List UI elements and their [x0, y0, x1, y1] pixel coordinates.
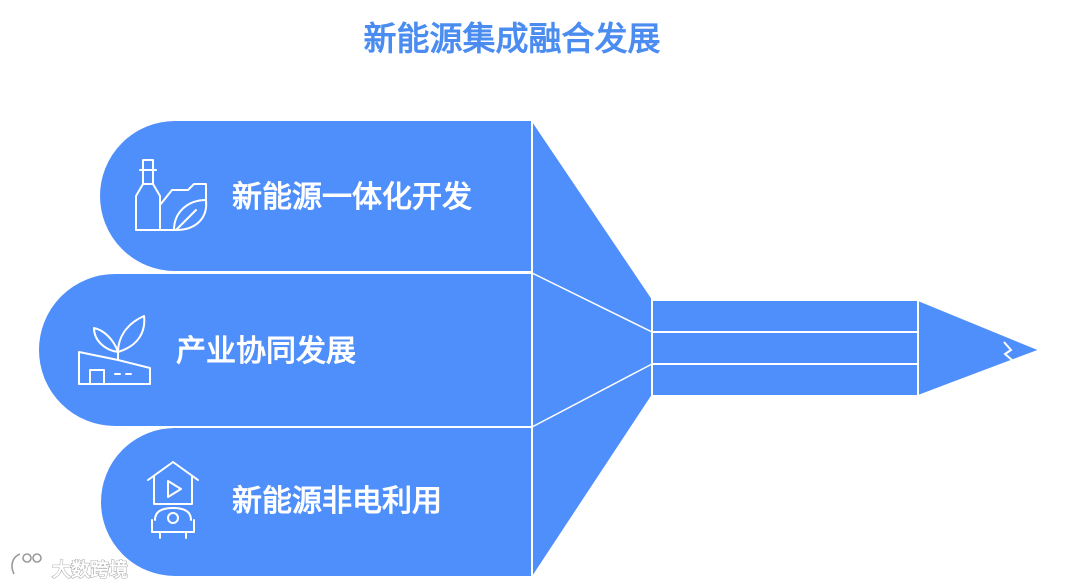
watermark-logo-icon: [11, 553, 42, 575]
watermark-text: 大数跨境: [52, 558, 128, 581]
pencil-tip: [917, 299, 1041, 397]
branch-label-1: 新能源一体化开发: [232, 180, 472, 215]
branch-band-1: [98, 119, 533, 273]
funnel-lines: [531, 272, 653, 428]
branch-band-3: [99, 426, 533, 578]
house-energy-icon: [147, 461, 199, 539]
sprout-factory-icon: [78, 315, 151, 385]
diagram-title: 新能源集成融合发展: [364, 19, 661, 58]
factory-leaf-icon: [135, 159, 208, 231]
branch-band-2: [37, 272, 533, 428]
branch-label-3: 新能源非电利用: [232, 484, 442, 519]
pencil-lead-mark: [1003, 341, 1013, 361]
funnel-connector: [531, 119, 653, 579]
pencil-body: [651, 299, 935, 397]
branch-label-2: 产业协同发展: [176, 334, 356, 369]
